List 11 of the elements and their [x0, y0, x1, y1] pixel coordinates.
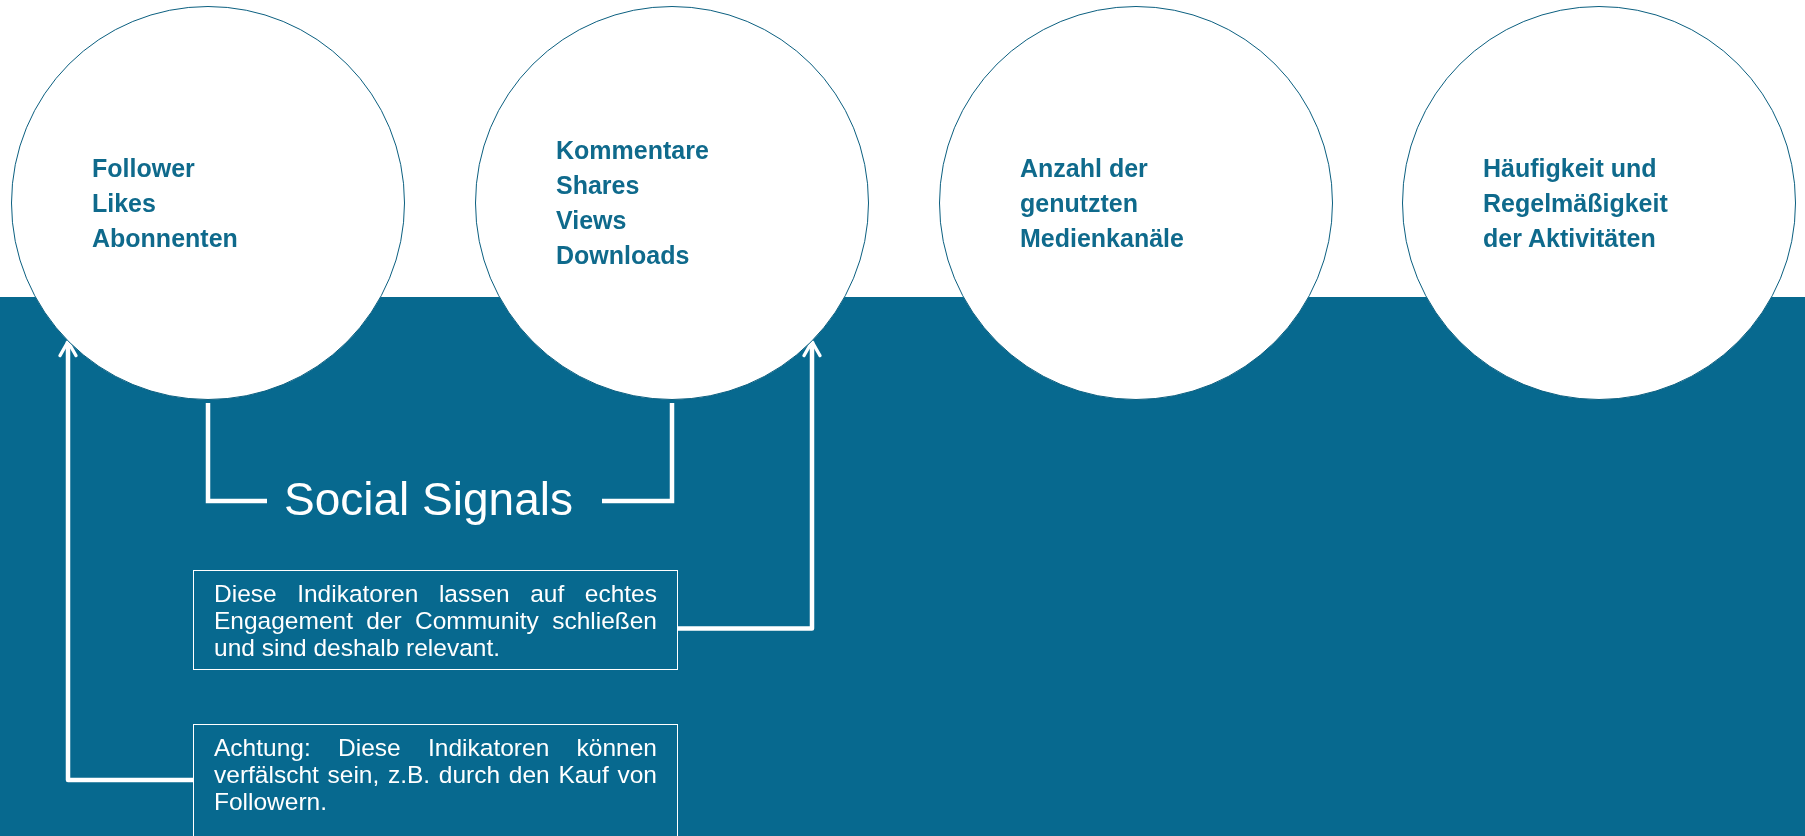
group-label: Social Signals [284, 472, 573, 526]
arrow [678, 340, 822, 631]
arrow [58, 340, 193, 783]
note-text: Achtung: Diese Indikatoren können verfälscht sein, z.B. durch den Kauf von Followern. [214, 734, 657, 815]
note-box [193, 724, 678, 836]
node-label: Anzahl der genutzten Medienkanäle [1020, 152, 1185, 254]
note-box [193, 570, 678, 670]
node-label: Kommentare Shares Views Downloads [556, 135, 710, 271]
note-text: Diese Indikatoren lassen auf echtes Engagement der Community schließen und sind deshalb relevant. [214, 580, 657, 661]
node-label: Follower Likes Abonnenten [92, 152, 239, 254]
node-label: Häufigkeit und Regelmäßigkeit der Aktivitäten [1483, 152, 1669, 254]
